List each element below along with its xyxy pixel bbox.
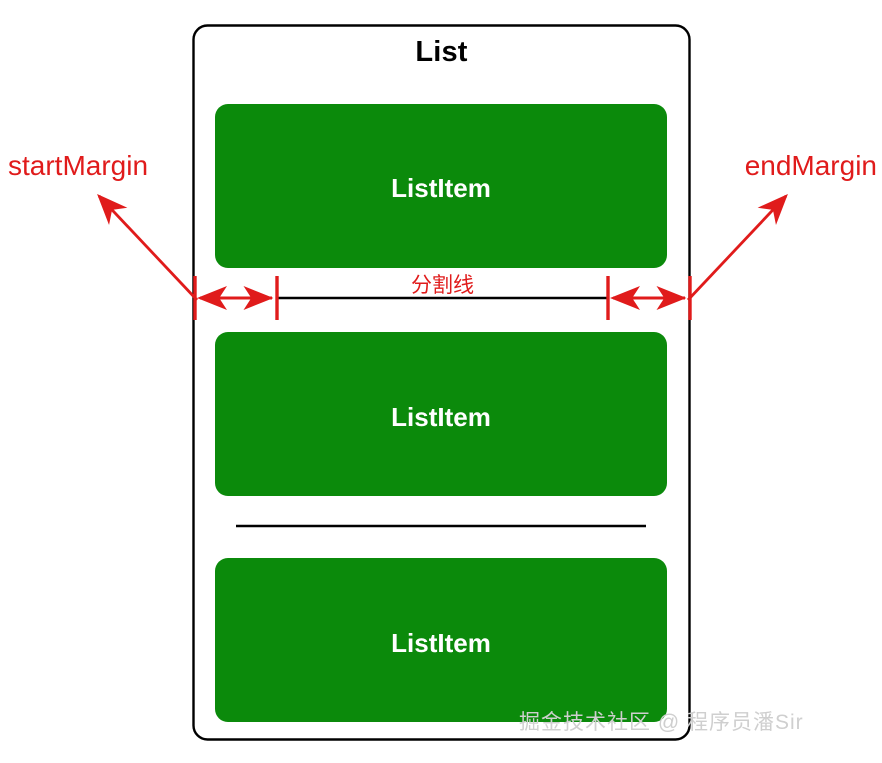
end-margin-leader-line xyxy=(686,193,788,301)
list-item-card-3[interactable] xyxy=(215,558,667,722)
list-item-card-2[interactable] xyxy=(215,332,667,496)
list-item-card-1[interactable] xyxy=(215,104,667,268)
start-margin-leader-line xyxy=(97,193,199,301)
